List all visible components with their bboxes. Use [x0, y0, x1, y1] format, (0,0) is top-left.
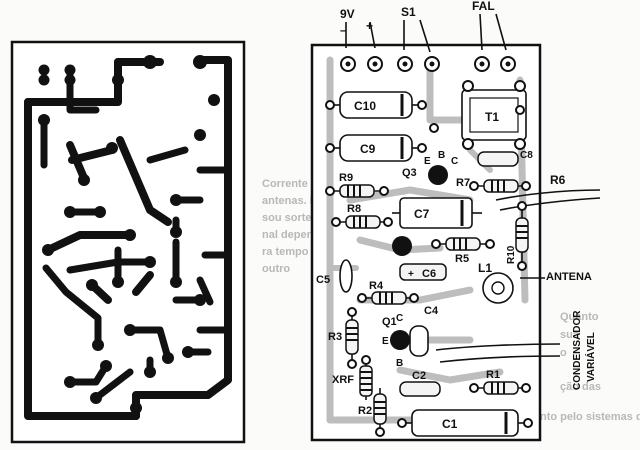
transformer-t1: T1	[461, 80, 527, 150]
label-r2: R2	[358, 405, 372, 417]
label-r8: R8	[347, 203, 361, 215]
choke-xrf: XRF	[332, 360, 373, 400]
bg-text-10: ção das	[560, 381, 601, 393]
label-r6: R6	[550, 173, 566, 187]
label-r4: R4	[369, 280, 384, 292]
label-q3-b: B	[438, 150, 445, 161]
label-q1: Q1	[382, 316, 397, 328]
resistor-r7: R7	[456, 177, 526, 193]
label-antena: ANTENA	[546, 271, 592, 283]
label-q1-c: C	[396, 313, 403, 324]
label-s1: S1	[401, 5, 416, 19]
coil-l1: L1 ANTENA	[478, 261, 592, 304]
pcb-copper-layout	[10, 40, 246, 444]
capacitor-c7: C7	[392, 197, 482, 229]
label-r10: R10	[506, 245, 517, 264]
bg-text-4: nal depende	[262, 229, 326, 241]
label-l1: L1	[478, 261, 492, 275]
resistor-r5: R5	[436, 237, 490, 265]
label-q3: Q3	[402, 167, 417, 179]
label-fal: FAL	[472, 0, 495, 13]
label-q1-b: B	[396, 358, 403, 369]
label-r7: R7	[456, 177, 470, 189]
speaker-fal-leads: FAL	[472, 0, 507, 51]
label-c6: C6	[422, 268, 436, 280]
background-text: Corrente das pilhas são antenas. Nesta s…	[262, 178, 640, 423]
label-c1: C1	[442, 417, 458, 431]
label-r5: R5	[455, 253, 469, 265]
switch-s1-leads: S1	[401, 5, 431, 53]
label-q3-e: E	[424, 156, 431, 167]
resistor-r1: R1	[474, 369, 526, 395]
bg-text-5: ra tempo	[262, 246, 309, 258]
label-c9: C9	[360, 142, 376, 156]
transistor-q1: Q1 C E B	[382, 313, 410, 369]
transistor-q2	[392, 236, 412, 256]
copper-pads	[38, 55, 220, 414]
label-c5: C5	[316, 274, 330, 286]
label-t1: T1	[485, 110, 499, 124]
resistor-r3: R3	[328, 312, 359, 364]
svg-text:+: +	[408, 269, 414, 280]
label-q1-e: E	[382, 336, 389, 347]
capacitor-c10: C10	[330, 91, 422, 119]
label-r3: R3	[328, 331, 342, 343]
copper-traces	[24, 56, 232, 420]
capacitor-c1: C1	[402, 409, 528, 437]
label-variavel: VARIÁVEL	[584, 332, 597, 382]
label-condensador: CONDENSADOR	[572, 310, 583, 390]
bg-text-7: Quanto	[560, 311, 599, 323]
label-c8: C8	[520, 150, 533, 161]
bg-text-6: outro	[262, 263, 290, 275]
label-r1: R1	[486, 369, 500, 381]
label-r9: R9	[339, 172, 353, 184]
resistor-r2: R2	[358, 388, 387, 432]
label-c2: C2	[412, 370, 426, 382]
resistor-r4: R4	[362, 280, 414, 305]
capacitor-c6: C6 +	[399, 263, 447, 281]
battery-leads: 9V – +	[340, 7, 376, 49]
resistor-r8: R8	[336, 203, 388, 229]
pcb-component-layout: 9V – + S1 FAL C10	[310, 0, 601, 442]
label-9v: 9V	[340, 7, 355, 21]
component-pads	[325, 100, 533, 437]
resistor-r6-leads: R6	[495, 173, 601, 211]
label-c10: C10	[354, 99, 376, 113]
bg-text-9: o	[560, 347, 567, 359]
resistor-r10: R10	[506, 206, 529, 266]
top-pads	[340, 56, 516, 72]
label-q3-c: C	[451, 156, 458, 167]
label-xrf: XRF	[332, 374, 354, 386]
bg-text-11: nto pelo sistemas de	[540, 411, 640, 423]
bg-text-8: sua	[560, 329, 580, 341]
capacitor-c9: C9	[330, 134, 422, 162]
label-c4: C4	[424, 305, 439, 317]
label-plus: +	[366, 19, 373, 33]
capacitor-c2: C2	[399, 370, 441, 397]
capacitor-c8: C8	[477, 150, 533, 167]
label-c7: C7	[414, 207, 430, 221]
variable-capacitor-leads: CONDENSADOR VARIÁVEL	[435, 310, 597, 390]
transistor-q3: E B C Q3	[402, 150, 458, 185]
capacitor-c5: C5	[316, 259, 353, 293]
capacitor-c4: C4	[409, 305, 439, 357]
resistor-r9: R9	[330, 172, 384, 198]
label-minus: –	[340, 23, 347, 37]
